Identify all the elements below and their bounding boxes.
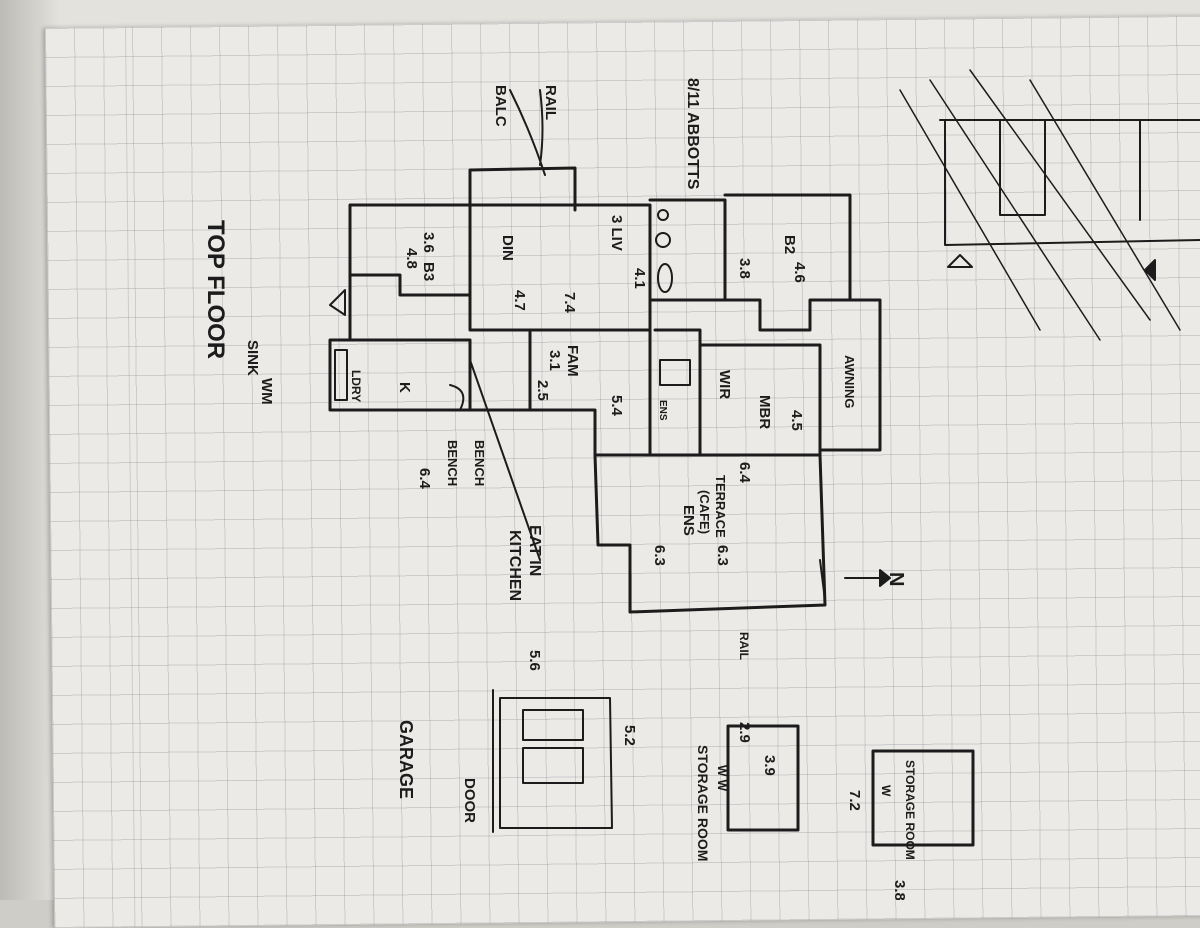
- stair-icon: [947, 254, 973, 268]
- mbr-dim: 4.5: [788, 410, 805, 431]
- fam-dim: 2.5: [534, 380, 551, 401]
- storage-room-1-outline: [726, 724, 800, 832]
- b2-dim: 4.6: [791, 262, 808, 283]
- adjacent-sketch: [899, 69, 1200, 341]
- mbr-label: MBR: [756, 395, 773, 429]
- terrace-dim: 6.4: [736, 462, 753, 484]
- b2-dim: 3.8: [736, 258, 753, 279]
- storage-1-dim: 3.9: [761, 755, 778, 776]
- terrace-dim: 6.3: [651, 545, 668, 566]
- sink-icon: [449, 384, 465, 411]
- fam-label: FAM: [564, 345, 581, 377]
- fam-dim: 5.4: [608, 395, 625, 417]
- north-arrow-icon-2: [1144, 259, 1156, 281]
- b2-outline: [723, 193, 852, 332]
- storage-2-dim: 7.2: [846, 790, 863, 811]
- wir-label: WIR: [716, 370, 733, 399]
- shower-icon: [659, 359, 691, 386]
- ldry-label: LDRY: [349, 370, 363, 402]
- leader-lines: [509, 89, 546, 176]
- b2-label: B2: [781, 235, 798, 254]
- terrace-ens-label: ENS: [680, 505, 697, 536]
- north-arrow-icon: [879, 569, 891, 587]
- bath-block: [648, 198, 727, 302]
- terrace-sub-label: (CAFE): [697, 490, 712, 534]
- terrace-dim: 6.3: [714, 545, 731, 566]
- address-label: 8/11 ABBOTTS: [684, 78, 701, 190]
- terrace-label: TERRACE: [713, 475, 728, 538]
- leader-lines-2: [469, 359, 826, 601]
- b3-dim: 4.8: [403, 248, 420, 269]
- ens-wir: [653, 328, 822, 457]
- kitchen-label: K: [396, 382, 413, 393]
- kitchen-laundry: [328, 338, 532, 412]
- storage-2-label: STORAGE ROOM: [903, 760, 917, 860]
- b3-outline: [348, 203, 472, 342]
- liv-label: 3 LIV: [608, 215, 625, 251]
- bench-label: BENCH: [472, 440, 487, 486]
- garage-dim: 5.2: [621, 725, 638, 746]
- din-dim: 4.7: [511, 290, 528, 311]
- bath-icon: [657, 263, 673, 293]
- sink-label: SINK: [244, 340, 261, 376]
- garage-car-2: [522, 709, 584, 741]
- fixtures: [329, 209, 973, 411]
- awning-outline: [818, 298, 882, 452]
- garage-outline: [492, 689, 613, 833]
- balcony-outline: [468, 166, 577, 212]
- wm-label: WM: [258, 378, 275, 405]
- garage-car-1: [522, 747, 584, 784]
- toilet-icon: [657, 209, 669, 221]
- storage-room-2-outline: [871, 749, 975, 847]
- liv-dim: 7.4: [561, 292, 578, 314]
- outbuildings: [469, 89, 1156, 847]
- washer-icon: [334, 349, 348, 401]
- bench-dim: 6.4: [416, 468, 433, 490]
- awning-label: AWNING: [842, 355, 857, 408]
- garage-label: GARAGE: [396, 720, 416, 799]
- walls: [328, 166, 882, 614]
- b3-label: B3: [420, 262, 437, 281]
- garage-door-label: DOOR: [461, 778, 478, 823]
- basin-icon: [655, 232, 671, 248]
- entry-door-icon: [329, 289, 346, 316]
- storage-2-dim: 3.8: [891, 880, 908, 900]
- page-title: TOP FLOOR: [202, 220, 229, 359]
- garage-dim: 5.6: [526, 650, 543, 671]
- storage-1-label: STORAGE ROOM: [695, 745, 711, 861]
- b3-dim: 3.6: [420, 232, 437, 253]
- north-label: N: [885, 572, 907, 586]
- floor-plan-sketch: TOP FLOOR 8/11 ABBOTTS BALC RAIL 4.8 3.6…: [202, 69, 1200, 900]
- din-label: DIN: [499, 235, 516, 261]
- ens-label: ENS: [657, 400, 668, 421]
- balc-label: BALC: [492, 85, 509, 127]
- rail-label: RAIL: [542, 85, 559, 120]
- storage-2-window: W: [879, 785, 893, 797]
- terrace-outline: [593, 453, 827, 614]
- bench-label: BENCH: [445, 440, 460, 486]
- kitchen-label: KITCHEN: [506, 530, 523, 601]
- fam-dim: 3.1: [546, 350, 563, 371]
- eat-in-label: EAT IN: [526, 525, 543, 576]
- liv-dim: 4.1: [631, 268, 648, 289]
- storage-1-windows: W W: [715, 765, 729, 792]
- storage-1-dim: 2.9: [736, 722, 753, 743]
- rail-label: RAIL: [737, 632, 751, 660]
